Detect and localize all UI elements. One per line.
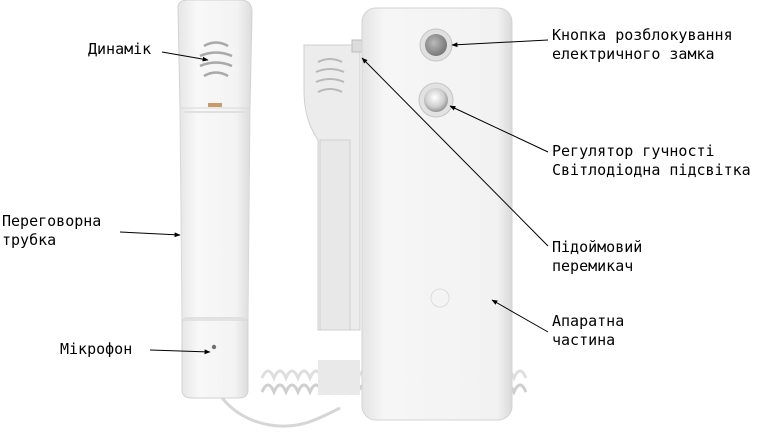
base-unit [361, 7, 513, 421]
hook-cradle [303, 39, 363, 395]
pointer-lines [119, 39, 549, 355]
indicator-mark [208, 103, 222, 107]
handset [177, 0, 253, 399]
label-microphone: Мікрофон [60, 340, 133, 358]
label-volume-led: Регулятор гучності Світлодіодна підсвітк… [552, 142, 751, 179]
volume-knob [424, 88, 448, 112]
hook-switch-lever [351, 39, 363, 53]
label-hook-switch: Підоймовий перемикач [552, 238, 643, 275]
speaker-grille [199, 41, 233, 78]
earpiece-grille-cradle [315, 58, 345, 93]
label-unlock-button: Кнопка розблокування електричного замка [552, 26, 733, 63]
unlock-button [425, 34, 447, 56]
microphone-hole [211, 344, 217, 350]
label-speaker: Динамік [88, 40, 152, 58]
logo-emboss [430, 288, 450, 308]
label-handset: Переговорна трубка [2, 212, 102, 249]
label-base-unit: Апаратна частина [552, 312, 625, 349]
